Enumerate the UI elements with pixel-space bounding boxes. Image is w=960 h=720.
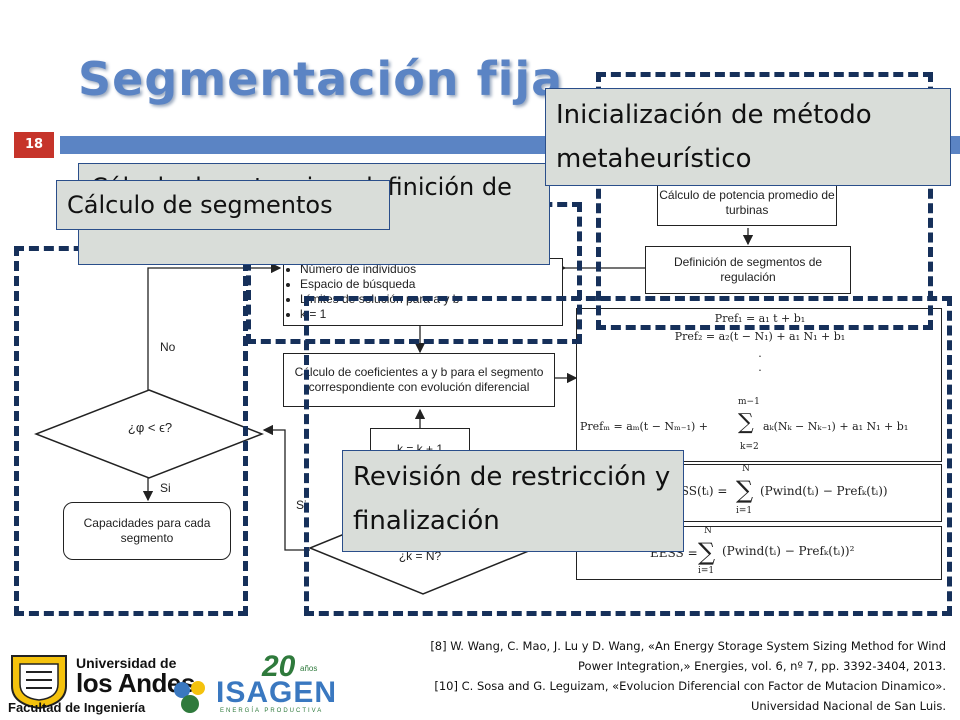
eq-prefm-sum-bot: k=2	[740, 442, 759, 452]
phi-decision-diamond	[34, 389, 264, 479]
slide-number: 18	[14, 132, 54, 158]
metaheuristic-group-outline	[596, 72, 933, 330]
eq-ess1-sum-top: N	[742, 464, 750, 474]
eq-prefm-sigma: ∑	[738, 410, 754, 435]
reference-line: Universidad Nacional de San Luis.	[750, 699, 946, 713]
eq-dots-2: ·	[758, 364, 762, 377]
eq-pref2: Pref₂ = a₂(t − N₁) + a₁ N₁ + b₁	[674, 330, 846, 343]
uniandes-line1: Universidad de	[76, 655, 177, 671]
k-decision-label: ¿k = N?	[398, 549, 442, 563]
eq-pref1: Pref₁ = a₁ t + b₁	[714, 312, 806, 325]
segment-definition-box: Definición de segmentos de regulación	[645, 246, 851, 294]
capacities-box: Capacidades para cada segmento	[63, 502, 231, 560]
metaheuristic-callout: Inicialización de método metaheurístico	[545, 88, 951, 186]
si-label-right: Si	[296, 498, 307, 512]
coefficient-calc-box: Cálculo de coeficientes a y b para el se…	[283, 353, 555, 407]
segments-callout: Cálculo de segmentos	[56, 180, 390, 230]
init-parameters-list: Número de individuos Espacio de búsqueda…	[284, 262, 459, 322]
restriction-callout: Revisión de restricción y finalización	[342, 450, 684, 552]
uniandes-shield-icon	[8, 652, 70, 710]
si-label-left: Si	[160, 481, 171, 495]
reference-line: [8] W. Wang, C. Mao, J. Lu y D. Wang, «A…	[430, 639, 946, 653]
pref-equations-box	[576, 308, 942, 462]
eq-ess2-sigma: ∑	[698, 538, 716, 566]
reference-line: [10] C. Sosa and G. Leguizam, «Evolucion…	[434, 679, 946, 693]
eq-ess1-lhs: ESS(tᵢ) =	[672, 484, 728, 498]
isagen-emblem-icon	[168, 676, 214, 716]
eq-dots-1: ·	[758, 350, 762, 363]
anniversary-label: años	[300, 664, 318, 673]
isagen-tagline: ENERGÍA PRODUCTIVA	[220, 708, 324, 714]
eq-ess1-rhs: (Pwind(tᵢ) − Prefₖ(tᵢ))	[760, 484, 888, 498]
reference-line: Power Integration,» Energies, vol. 6, nº…	[578, 659, 946, 673]
isagen-name: ISAGEN	[216, 676, 338, 709]
references: [8] W. Wang, C. Mao, J. Lu y D. Wang, «A…	[326, 636, 946, 716]
eq-prefm-rhs: aₖ(Nₖ − Nₖ₋₁) + a₁ N₁ + b₁	[763, 420, 909, 433]
avg-power-box: Cálculo de potencia promedio de turbinas	[657, 180, 837, 226]
init-parameters-box: Número de individuos Espacio de búsqueda…	[283, 258, 563, 326]
eq-prefm-sum-top: m−1	[738, 397, 760, 407]
uniandes-line3: Facultad de Ingeniería	[8, 700, 146, 715]
phi-decision-label: ¿φ < ϵ?	[127, 420, 173, 435]
eq-prefm-lhs: Prefₘ = aₘ(t − Nₘ₋₁) +	[580, 420, 709, 433]
eq-ess1-sigma: ∑	[736, 476, 754, 504]
left-group-outline	[14, 246, 248, 616]
eq-ess1-sum-bot: i=1	[736, 506, 753, 516]
restriction-group-outline	[304, 296, 952, 616]
eq-ess2-rhs: (Pwind(tᵢ) − Prefₖ(tᵢ))²	[722, 544, 855, 558]
eq-ess2-sum-bot: i=1	[698, 566, 715, 576]
eq-ess2-sum-top: N	[704, 526, 712, 536]
no-label: No	[160, 340, 176, 354]
init-item: Espacio de búsqueda	[300, 277, 459, 292]
init-item: Número de individuos	[300, 262, 459, 277]
slide-title: Segmentación fija	[78, 52, 564, 106]
anniversary-number: 20	[262, 650, 296, 683]
